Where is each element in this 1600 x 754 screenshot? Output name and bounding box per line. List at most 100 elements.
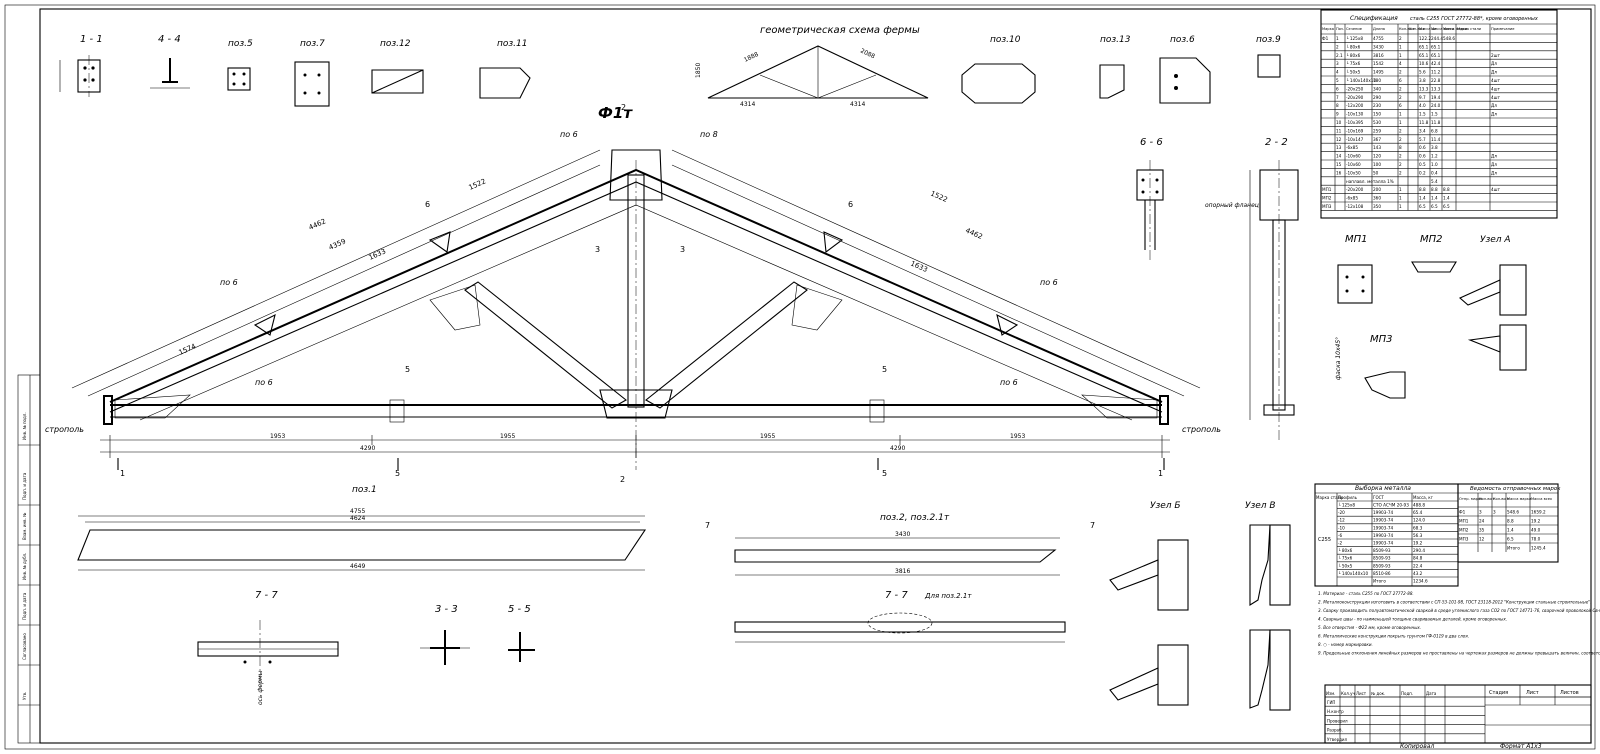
svg-text:5: 5 bbox=[882, 469, 887, 478]
metal-cell: 19903-74 bbox=[1373, 510, 1393, 515]
marks-cell: 1.4 bbox=[1507, 528, 1514, 533]
svg-text:Стадия: Стадия bbox=[1489, 690, 1508, 696]
pos13-label: поз.13 bbox=[1100, 35, 1131, 45]
spec-cell: 2 bbox=[1399, 170, 1402, 175]
marks-cell: 3 bbox=[1479, 510, 1482, 515]
spec-cell: 15 bbox=[1336, 162, 1342, 167]
svg-text:ось фермы: ось фермы bbox=[257, 670, 264, 705]
pos12-label: поз.12 bbox=[380, 39, 411, 49]
svg-text:1850: 1850 bbox=[695, 63, 702, 78]
spec-cell: └ 125х8 bbox=[1346, 36, 1363, 41]
spec-cell: 8.8 bbox=[1419, 187, 1426, 192]
svg-text:4755: 4755 bbox=[350, 508, 365, 515]
pos7-label: поз.7 bbox=[300, 39, 325, 49]
note-line: 1. Материал - сталь С255 по ГОСТ 27772-8… bbox=[1318, 591, 1414, 596]
marks-header-cell: Кол-во т bbox=[1479, 497, 1495, 501]
callout-po6-b: по 6 bbox=[255, 378, 273, 387]
metal-cell: 8509-93 bbox=[1373, 556, 1391, 561]
spec-cell: 360 bbox=[1373, 196, 1381, 201]
spec-cell: -10х50 bbox=[1346, 170, 1361, 175]
svg-text:Спецификация: Спецификация bbox=[1350, 15, 1398, 22]
spec-cell: 24.0 bbox=[1431, 103, 1441, 108]
marks-header-cell: Масса всех bbox=[1531, 497, 1553, 501]
spec-cell: 4 bbox=[1399, 61, 1402, 66]
metal-cell: 43.2 bbox=[1413, 571, 1423, 576]
svg-text:6: 6 bbox=[848, 200, 853, 209]
spec-cell: 65.1 bbox=[1431, 44, 1441, 49]
spec-cell: -12х108 bbox=[1346, 204, 1364, 209]
stamp-col: Изм. bbox=[1326, 691, 1335, 696]
marks-cell: 35 bbox=[1479, 528, 1485, 533]
spec-header-cell: Масса марки bbox=[1443, 27, 1468, 31]
metal-header-cell: Профиль bbox=[1338, 495, 1358, 500]
spec-cell: 4шт bbox=[1491, 95, 1500, 100]
spec-cell: 5.6 bbox=[1419, 70, 1426, 75]
spec-cell: 200 bbox=[1373, 187, 1381, 192]
spec-cell: 2 bbox=[1399, 70, 1402, 75]
spec-cell: 4.0 bbox=[1419, 103, 1426, 108]
svg-text:7: 7 bbox=[1090, 521, 1095, 530]
metal-header-cell: ГОСТ bbox=[1373, 495, 1384, 500]
svg-text:1955: 1955 bbox=[500, 433, 515, 440]
mp2-shape bbox=[1411, 261, 1457, 273]
spec-cell: 1 bbox=[1399, 204, 1402, 209]
cut-2-2-shape: опорный фланец bbox=[1205, 160, 1299, 440]
spec-cell: -12х200 bbox=[1346, 103, 1364, 108]
svg-text:Листов: Листов bbox=[1560, 690, 1579, 696]
cut-6-6-shape bbox=[1136, 160, 1164, 262]
spec-header-cell: Кол-во т bbox=[1399, 27, 1415, 31]
svg-text:1522: 1522 bbox=[929, 190, 949, 205]
node-a-shape bbox=[1458, 264, 1527, 371]
pos5-shape bbox=[227, 67, 251, 91]
svg-text:3: 3 bbox=[680, 245, 685, 254]
spec-cell: Дл bbox=[1491, 103, 1497, 108]
mp3-shape bbox=[1364, 371, 1406, 399]
spec-cell: 244.4 bbox=[1431, 36, 1443, 41]
strop-right: строполь bbox=[1182, 425, 1221, 434]
spec-cell: -10х60 bbox=[1346, 154, 1361, 159]
spec-cell: 0.2 bbox=[1419, 170, 1426, 175]
spec-cell: 0.4 bbox=[1431, 170, 1438, 175]
spec-cell: 10 bbox=[1336, 120, 1342, 125]
cut-5-5-label: 5 - 5 bbox=[508, 604, 531, 615]
svg-text:Ведомость отправочных марок: Ведомость отправочных марок bbox=[1470, 486, 1561, 492]
pos13-shape bbox=[1099, 64, 1125, 99]
binding-label: Утв. bbox=[22, 692, 27, 700]
spec-cell: 3 bbox=[1336, 61, 1339, 66]
metal-cell: 8510-86 bbox=[1373, 571, 1391, 576]
metal-cell: Итого bbox=[1373, 579, 1386, 584]
spec-cell: 350 bbox=[1373, 204, 1381, 209]
spec-cell: 13 bbox=[1336, 145, 1342, 150]
svg-text:1888: 1888 bbox=[743, 51, 760, 64]
pos10-shape bbox=[961, 63, 1036, 104]
pos9-shape bbox=[1257, 54, 1281, 78]
cut-7-7-label: 7 - 7 bbox=[255, 590, 278, 601]
svg-text:2: 2 bbox=[621, 103, 626, 112]
metal-cell: СТО АСЧМ 20-93 bbox=[1373, 503, 1409, 508]
spec-cell: 65.1 bbox=[1431, 53, 1441, 58]
svg-text:4624: 4624 bbox=[350, 515, 365, 522]
spec-cell: 4шт bbox=[1491, 86, 1500, 91]
metal-header-cell: Марка стали bbox=[1316, 495, 1343, 500]
spec-cell: -10х130 bbox=[1346, 112, 1364, 117]
spec-cell: 1 bbox=[1399, 44, 1402, 49]
spec-cell: 1 bbox=[1399, 112, 1402, 117]
spec-cell: 548.6 bbox=[1443, 36, 1455, 41]
marks-cell: 49.0 bbox=[1531, 528, 1541, 533]
spec-cell: 1.5 bbox=[1419, 112, 1426, 117]
spec-cell: └ 75х6 bbox=[1346, 61, 1361, 66]
spec-cell: 6.5 bbox=[1431, 204, 1438, 209]
note-line: 8. ○ - номер маркировки. bbox=[1318, 642, 1373, 647]
callout-po6-e: по 6 bbox=[1000, 378, 1018, 387]
callout-po6-c: по 6 bbox=[560, 130, 578, 139]
spec-cell: 2 bbox=[1399, 137, 1402, 142]
stamp-row-label: Разраб. bbox=[1327, 728, 1343, 733]
cut-6-6-label: 6 - 6 bbox=[1140, 137, 1163, 148]
spec-cell: 11.8 bbox=[1431, 120, 1441, 125]
spec-cell: 5.7 bbox=[1419, 137, 1426, 142]
note-line: 3. Сварку производить полуавтоматической… bbox=[1318, 608, 1600, 613]
spec-cell: 4 bbox=[1336, 70, 1339, 75]
spec-cell: 9 bbox=[1336, 112, 1339, 117]
marks-cell: 1245.4 bbox=[1531, 546, 1546, 551]
spec-cell: Дл bbox=[1491, 162, 1497, 167]
